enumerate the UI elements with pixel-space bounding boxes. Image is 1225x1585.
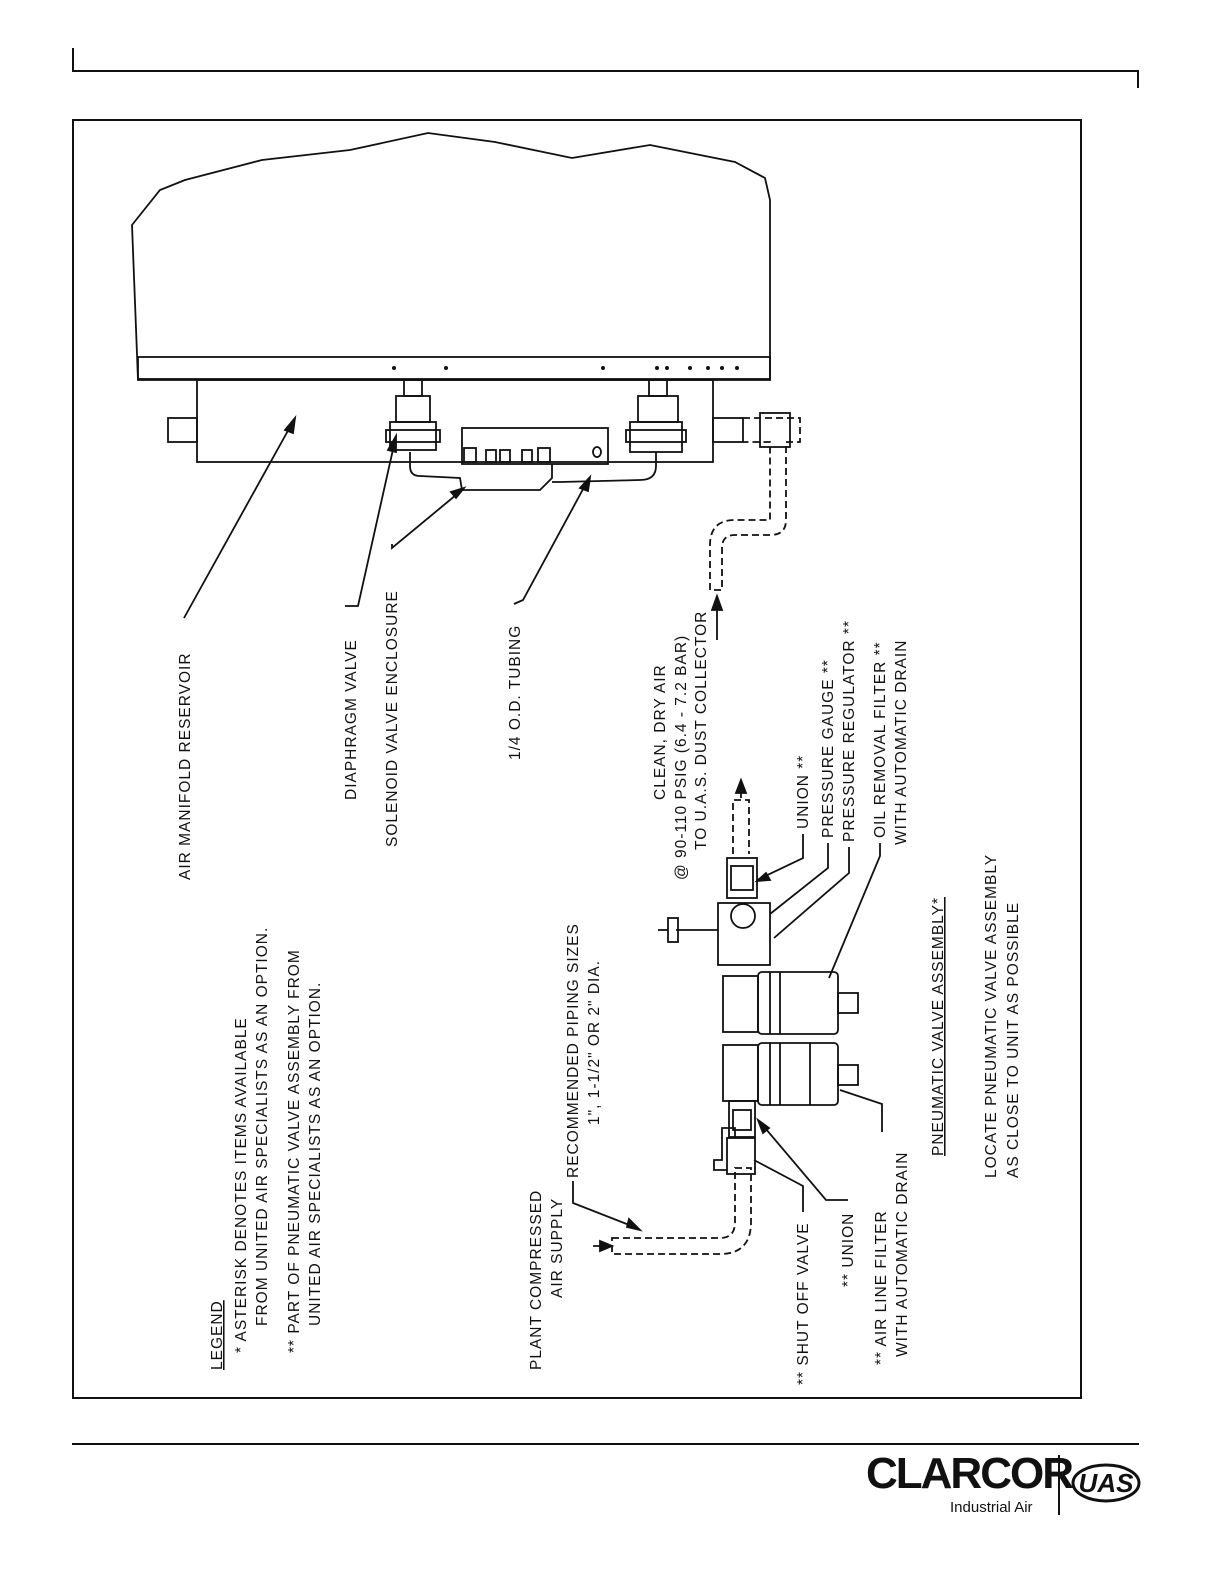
leader-air-filter <box>839 1089 883 1132</box>
tubing-left <box>409 452 553 491</box>
legend-title: LEGEND <box>209 1300 226 1370</box>
outlet-pipe <box>732 799 750 854</box>
diaphragm-valve-right <box>625 379 687 453</box>
diaphragm-valve-left <box>385 379 441 451</box>
air-line-filter <box>722 1044 759 1102</box>
shut-off-valve <box>726 1137 756 1175</box>
label-clean-air-2: @ 90-110 PSIG (6.4 - 7.2 BAR) <box>673 635 690 880</box>
collector-housing <box>131 132 771 381</box>
label-plant-supply-1: PLANT COMPRESSED <box>528 1190 545 1370</box>
label-air-manifold: AIR MANIFOLD RESERVOIR <box>177 652 194 880</box>
label-piping-2: 1", 1-1/2" OR 2" DIA. <box>586 960 603 1125</box>
label-pressure-gauge: PRESSURE GAUGE ** <box>820 659 837 838</box>
header-tick-right <box>1137 70 1139 88</box>
legend-line-2a: ** PART OF PNEUMATIC VALVE ASSEMBLY FROM <box>286 949 303 1353</box>
label-pressure-regulator: PRESSURE REGULATOR ** <box>841 620 858 842</box>
leader-tubing <box>513 479 589 605</box>
leader-solenoid <box>391 489 463 550</box>
label-tubing: 1/4 O.D. TUBING <box>507 625 524 760</box>
legend-line-1a: * ASTERISK DENOTES ITEMS AVAILABLE <box>233 1017 250 1353</box>
header-rule <box>72 70 1139 72</box>
label-air-line-filter-2: WITH AUTOMATIC DRAIN <box>894 1152 911 1357</box>
label-union-top: UNION ** <box>795 755 812 829</box>
label-diaphragm-valve: DIAPHRAGM VALVE <box>343 639 360 800</box>
supply-pipe-tee <box>709 417 801 591</box>
label-oil-filter-1: OIL REMOVAL FILTER ** <box>872 641 889 838</box>
collector-base-plate <box>137 356 771 380</box>
label-plant-supply-2: AIR SUPPLY <box>549 1198 566 1298</box>
label-locate-1: LOCATE PNEUMATIC VALVE ASSEMBLY <box>983 854 1000 1178</box>
leader-regulator <box>773 847 850 939</box>
leader-diaphragm <box>345 435 397 607</box>
leader-gauge <box>769 843 829 915</box>
pressure-gauge <box>730 903 756 929</box>
drawing-frame <box>72 119 1082 1399</box>
label-piping-1: RECOMMENDED PIPING SIZES <box>565 923 582 1178</box>
leader-union-bottom <box>759 1121 848 1201</box>
clarcor-logo: CLARCOR <box>866 1449 1074 1498</box>
label-clean-air-1: CLEAN, DRY AIR <box>652 664 669 800</box>
label-group: AIR MANIFOLD RESERVOIR DIAPHRAGM VALVE S… <box>177 590 1022 1385</box>
leader-shutoff <box>753 1159 804 1212</box>
uas-logo: UAS <box>1071 1463 1141 1503</box>
label-union-bottom: ** UNION <box>840 1213 857 1287</box>
manifold-reservoir <box>196 379 714 463</box>
industrial-air-subtitle: Industrial Air <box>950 1499 1033 1516</box>
pressure-regulator <box>717 902 771 966</box>
legend-line-1b: FROM UNITED AIR SPECIALISTS AS AN OPTION… <box>254 927 271 1326</box>
label-pva-title: PNEUMATIC VALVE ASSEMBLY* <box>930 897 947 1156</box>
leader-oil-filter <box>828 843 881 979</box>
plant-supply-pipe <box>611 1167 752 1255</box>
oil-removal-filter <box>722 975 759 1033</box>
legend-line-2b: UNITED AIR SPECIALISTS AS AN OPTION. <box>307 982 324 1326</box>
logo-divider <box>1058 1455 1060 1515</box>
tubing-right <box>552 452 657 483</box>
header-tick-left <box>72 48 74 72</box>
label-solenoid: SOLENOID VALVE ENCLOSURE <box>384 590 401 847</box>
solenoid-enclosure <box>461 427 609 465</box>
label-oil-filter-2: WITH AUTOMATIC DRAIN <box>893 640 910 845</box>
leader-piping <box>572 1181 638 1229</box>
label-shut-off-valve: ** SHUT OFF VALVE <box>795 1222 812 1385</box>
footer-rule <box>72 1443 1139 1445</box>
uas-logo-text: UAS <box>1079 1468 1135 1498</box>
label-air-line-filter-1: ** AIR LINE FILTER <box>873 1210 890 1365</box>
label-locate-2: AS CLOSE TO UNIT AS POSSIBLE <box>1005 902 1022 1178</box>
leader-union-top <box>756 834 804 881</box>
label-clean-air-3: TO U.A.S. DUST COLLECTOR <box>693 611 710 850</box>
